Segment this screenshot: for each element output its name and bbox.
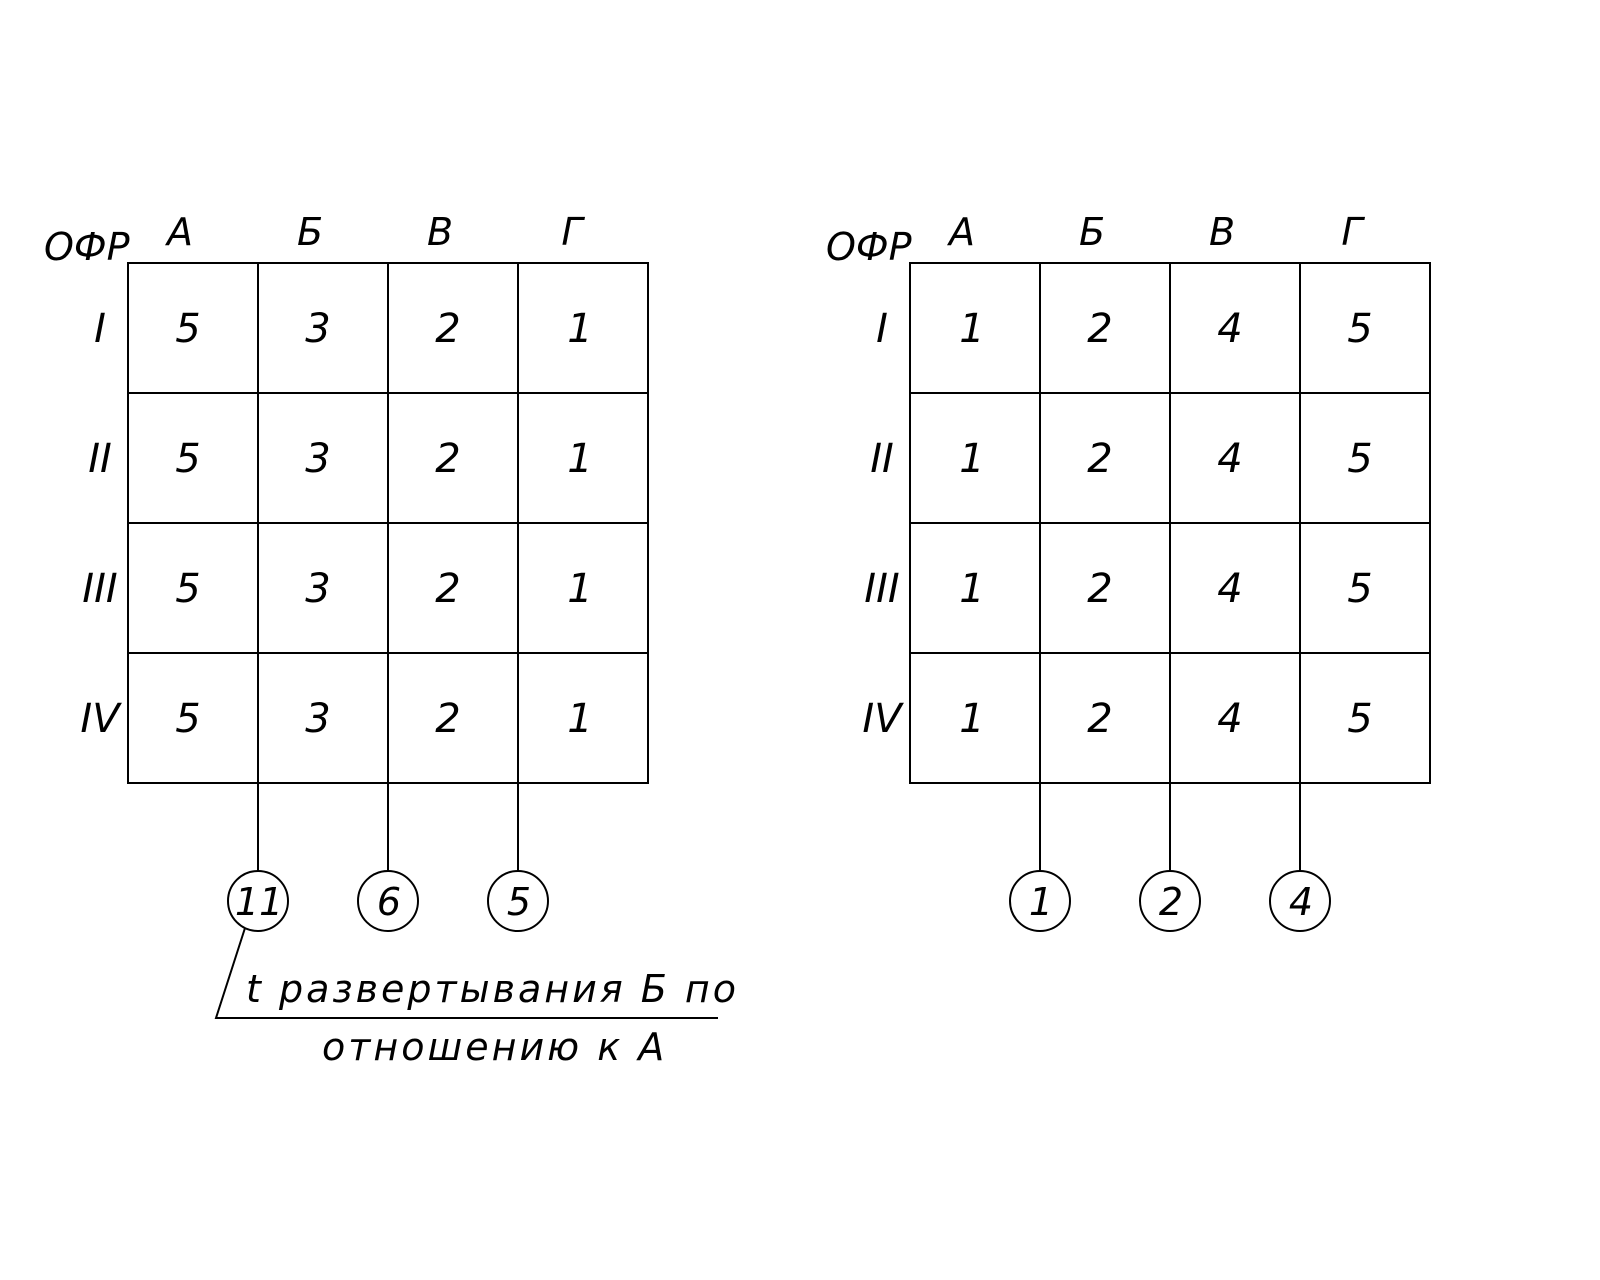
row-header: IV [862,696,904,742]
cell-value: 4 [1217,436,1242,482]
shift-circle [1139,870,1201,932]
cell-value: 5 [1347,436,1372,482]
shift-value: 6 [377,880,401,924]
table-right: ОФР А Б В Г I II III IV 1 2 4 5 1 2 4 5 … [826,210,1431,932]
row-header: III [864,566,899,612]
cell-value: 5 [175,306,200,352]
cell-value: 4 [1217,566,1242,612]
cell-value: 1 [959,436,984,482]
cell-value: 3 [305,306,330,352]
leader-callout: t развертывания Б по отношению к А [214,927,739,1069]
cell-value: 3 [305,566,330,612]
corner-label: ОФР [826,225,912,269]
cell-value: 1 [959,566,984,612]
cell-value: 2 [1087,306,1112,352]
shift-value: 2 [1159,880,1183,924]
cell-value: 1 [959,306,984,352]
cell-value: 2 [1087,566,1112,612]
cell-value: 2 [435,436,460,482]
cell-value: 3 [305,696,330,742]
column-header: Б [1079,210,1105,254]
row-header: IV [80,696,122,742]
row-header: II [88,436,112,482]
cell-value: 5 [175,566,200,612]
shift-circle [1269,870,1331,932]
cell-value: 5 [1347,306,1372,352]
shift-value: 11 [235,880,283,924]
cell-value: 2 [435,306,460,352]
cell-value: 1 [567,566,592,612]
shift-circle [1009,870,1071,932]
cell-value: 4 [1217,696,1242,742]
column-header: В [427,210,453,254]
shift-value: 4 [1289,880,1313,924]
column-header: А [164,210,193,254]
column-header: Б [297,210,323,254]
shift-circle [227,870,289,932]
row-header: I [94,306,106,352]
shift-value: 1 [1029,880,1053,924]
corner-label: ОФР [44,225,130,269]
shift-value: 5 [507,880,531,924]
row-header: III [82,566,117,612]
cell-value: 3 [305,436,330,482]
cell-value: 1 [567,696,592,742]
cell-value: 4 [1217,306,1242,352]
callout-line-2: отношению к А [322,1025,667,1069]
cell-value: 5 [1347,696,1372,742]
shift-circle [487,870,549,932]
callout-line-1: t развертывания Б по [246,967,739,1011]
column-header: Г [1341,210,1365,254]
shift-markers: 11 6 5 [227,783,549,932]
column-header: Г [561,210,585,254]
cell-value: 2 [435,566,460,612]
shift-circle [357,870,419,932]
cell-value: 2 [435,696,460,742]
row-header: II [870,436,894,482]
cell-value: 5 [175,436,200,482]
cell-value: 2 [1087,436,1112,482]
cell-value: 1 [959,696,984,742]
cell-value: 1 [567,436,592,482]
row-header: I [876,306,888,352]
cell-value: 5 [175,696,200,742]
column-header: А [946,210,975,254]
cell-value: 2 [1087,696,1112,742]
cell-value: 1 [567,306,592,352]
shift-markers: 1 2 4 [1009,783,1331,932]
table-left: ОФР А Б В Г I II III IV 5 3 2 1 5 3 2 1 … [44,210,739,1069]
column-header: В [1209,210,1235,254]
cell-value: 5 [1347,566,1372,612]
